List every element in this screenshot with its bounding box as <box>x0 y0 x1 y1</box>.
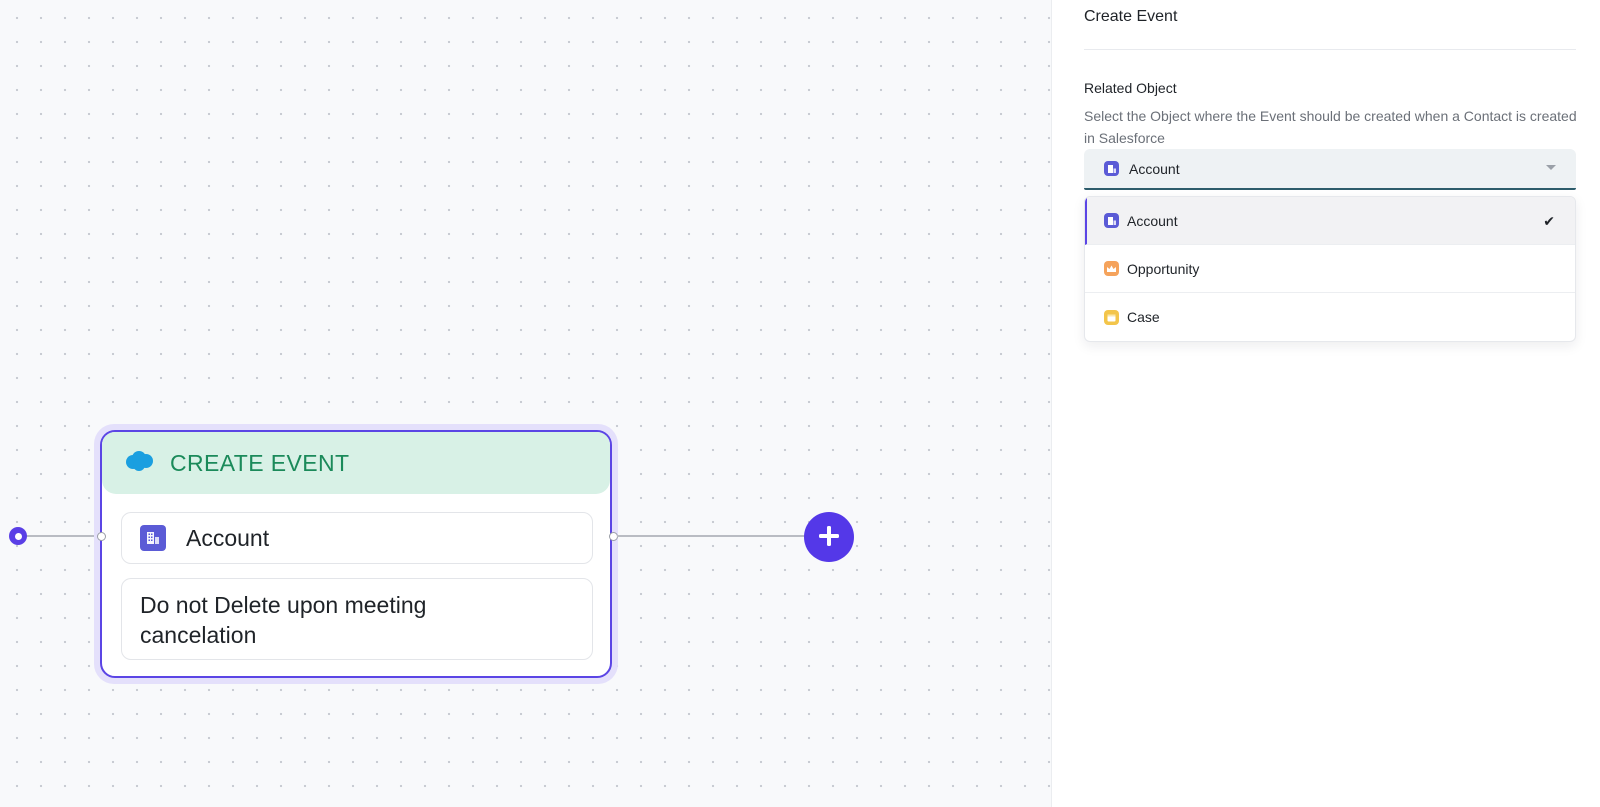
panel-divider <box>1084 49 1576 50</box>
building-icon <box>1104 161 1119 176</box>
node-title: CREATE EVENT <box>170 449 350 476</box>
incoming-connector <box>26 535 102 537</box>
option-label: Account <box>1127 212 1178 229</box>
building-icon <box>1104 213 1119 228</box>
building-icon <box>140 525 166 551</box>
related-object-label: Related Object <box>1084 80 1177 96</box>
chevron-down-icon[interactable] <box>1546 165 1556 170</box>
config-panel: Create Event Related Object Select the O… <box>1053 0 1600 807</box>
node-delete-policy-text: Do not Delete upon meeting cancelation <box>140 592 427 648</box>
node-header: CREATE EVENT <box>102 432 610 494</box>
node-related-object[interactable]: Account <box>121 512 593 564</box>
node-related-object-label: Account <box>186 524 270 551</box>
option-label: Opportunity <box>1127 260 1200 277</box>
option-label: Case <box>1127 309 1160 325</box>
select-value: Account <box>1129 160 1180 177</box>
related-object-dropdown: Account ✔ Opportunity Case <box>1084 196 1576 342</box>
panel-title: Create Event <box>1084 8 1178 25</box>
flow-start-handle[interactable] <box>9 527 27 545</box>
node-delete-policy[interactable]: Do not Delete upon meeting cancelation <box>121 578 593 660</box>
option-opportunity[interactable]: Opportunity <box>1085 245 1575 293</box>
salesforce-cloud-icon <box>124 450 154 477</box>
option-account[interactable]: Account ✔ <box>1085 197 1575 245</box>
add-step-button[interactable] <box>804 512 854 562</box>
related-object-select[interactable]: Account <box>1084 149 1576 190</box>
case-icon <box>1104 309 1119 325</box>
outgoing-connector <box>617 535 805 537</box>
related-object-description: Select the Object where the Event should… <box>1084 108 1577 146</box>
plus-icon <box>817 524 841 551</box>
workflow-canvas[interactable]: CREATE EVENT Account Do not Delete upon … <box>0 0 1052 807</box>
node-input-port[interactable] <box>97 532 106 541</box>
option-case[interactable]: Case <box>1085 293 1575 341</box>
check-icon: ✔ <box>1543 213 1555 229</box>
crown-icon <box>1104 261 1119 276</box>
create-event-node[interactable]: CREATE EVENT Account Do not Delete upon … <box>100 430 612 678</box>
